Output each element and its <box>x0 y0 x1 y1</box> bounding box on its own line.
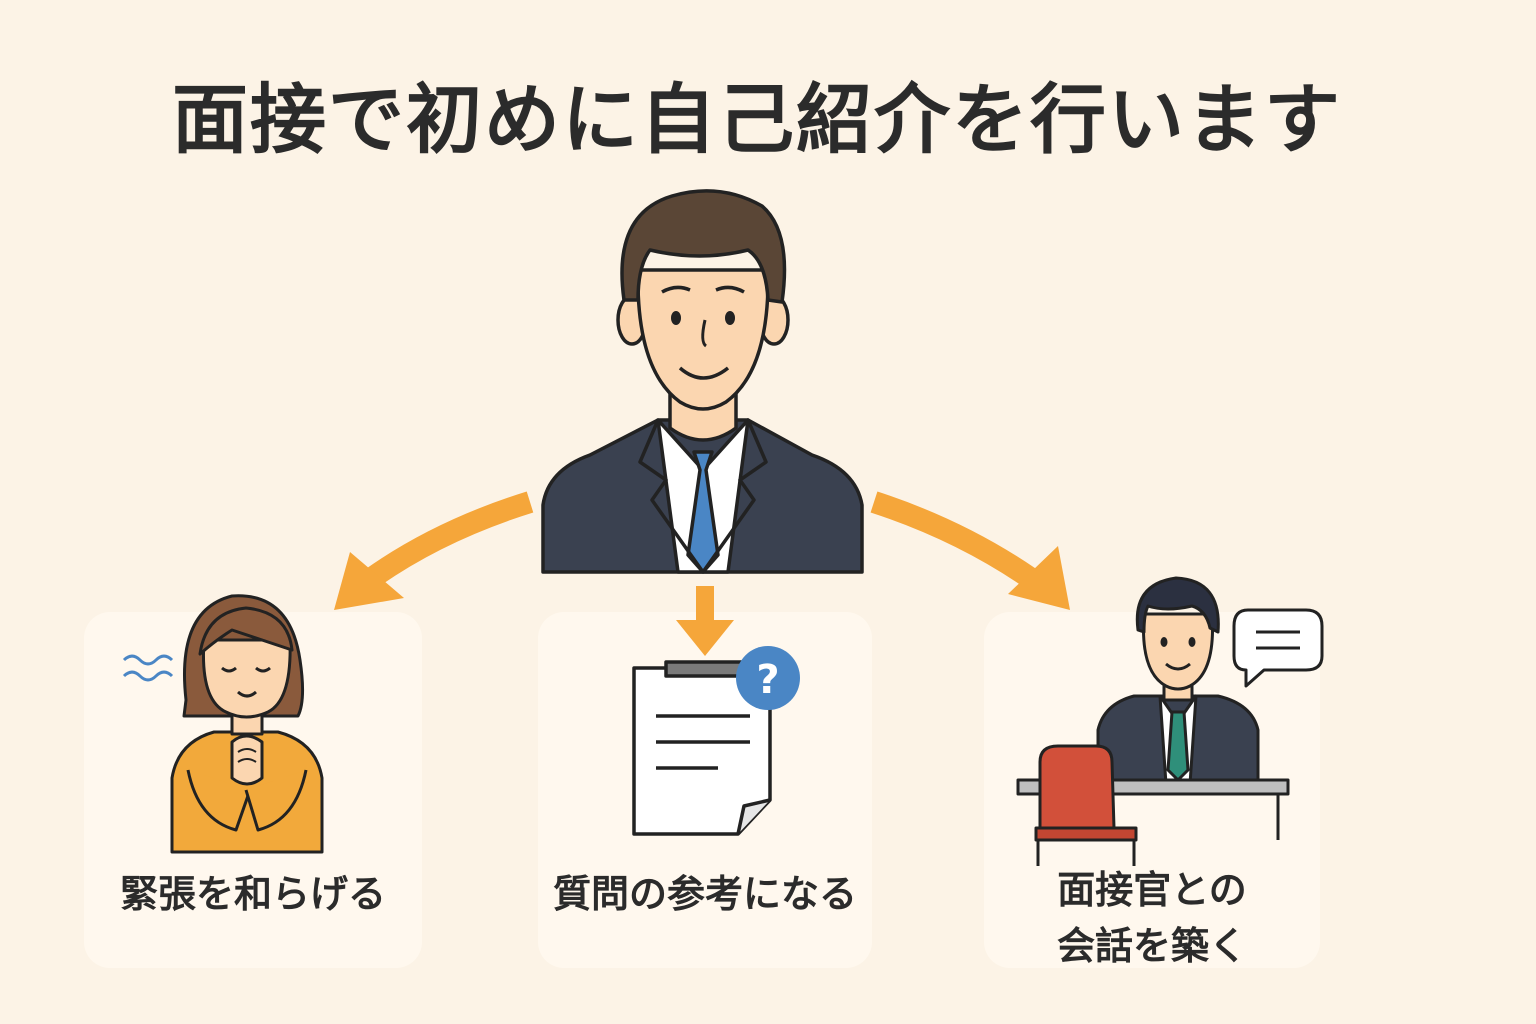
document-question-icon: ? <box>632 646 800 836</box>
benefit-label-relax: 緊張を和らげる <box>119 872 386 916</box>
interviewer-icon <box>1016 576 1290 866</box>
relaxed-woman-icon <box>122 594 324 854</box>
businessman-icon <box>541 189 864 574</box>
arrow-right-icon <box>870 491 1070 610</box>
arrow-down-icon <box>676 586 734 656</box>
benefit-label-questions: 質問の参考になる <box>552 872 857 916</box>
benefit-label-conversation: 面接官との 会話を築く <box>1056 868 1247 968</box>
arrow-left-icon <box>334 491 534 610</box>
page-title: 面接で初めに自己紹介を行います <box>172 75 1342 164</box>
speech-bubble-icon <box>1232 608 1324 688</box>
svg-text:?: ? <box>756 657 779 703</box>
